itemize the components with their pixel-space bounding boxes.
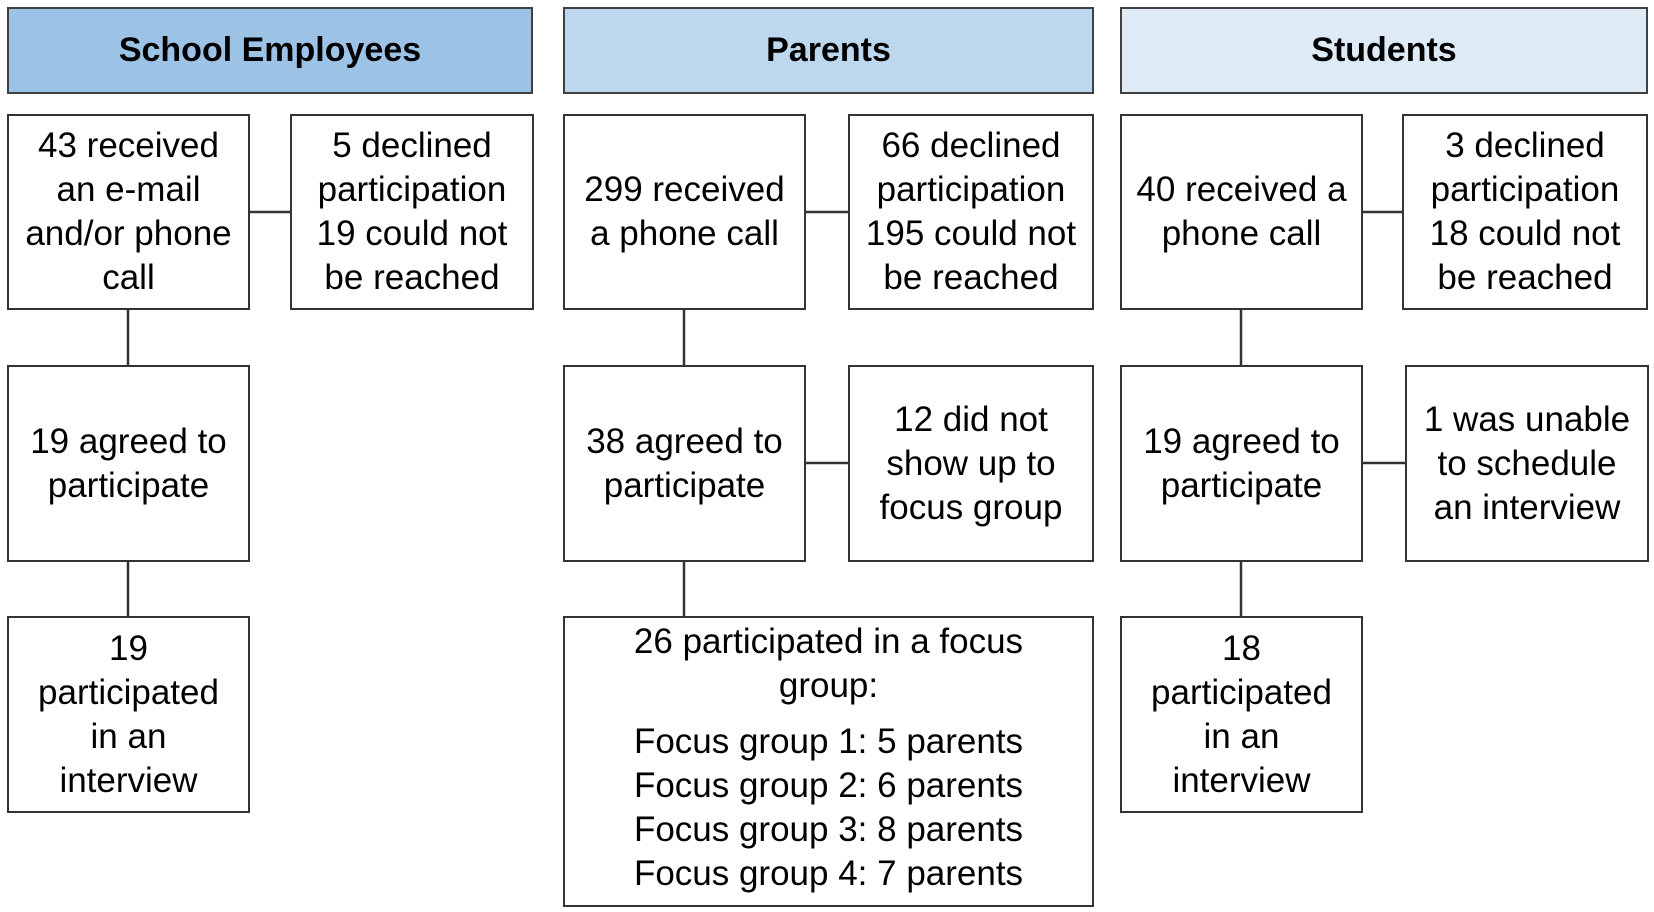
- students-participated-text: 18 participated in an interview: [1151, 628, 1332, 800]
- header-school-employees: School Employees: [7, 7, 533, 94]
- students-contacted-box: 40 received a phone call: [1120, 114, 1363, 310]
- parents-excluded-box: 66 declined participation 195 could not …: [848, 114, 1094, 310]
- header-students: Students: [1120, 7, 1648, 94]
- employees-contacted-text: 43 received an e-mail and/or phone call: [25, 126, 232, 297]
- focus-group-1: Focus group 1: 5 parents: [633, 722, 1024, 761]
- students-excluded-box: 3 declined participation 18 could not be…: [1402, 114, 1648, 310]
- parents-noshow-text: 12 did not show up to focus group: [879, 399, 1063, 527]
- students-unable-text: 1 was unable to schedule an interview: [1423, 399, 1631, 527]
- parents-agreed-box: 38 agreed to participate: [563, 365, 806, 562]
- parents-contacted-box: 299 received a phone call: [563, 114, 806, 310]
- students-agreed-text: 19 agreed to participate: [1143, 421, 1340, 505]
- header-students-label: Students: [1311, 31, 1457, 69]
- header-school-employees-label: School Employees: [118, 31, 422, 69]
- employees-participated-text: 19 participated in an interview: [38, 628, 219, 800]
- students-contacted-text: 40 received a phone call: [1136, 170, 1347, 253]
- employees-excluded-text: 5 declined participation 19 could not be…: [316, 126, 508, 297]
- students-unable-box: 1 was unable to schedule an interview: [1405, 365, 1649, 562]
- students-agreed-box: 19 agreed to participate: [1120, 365, 1363, 562]
- focus-group-2: Focus group 2: 6 parents: [633, 766, 1024, 805]
- focus-group-3: Focus group 3: 8 parents: [633, 810, 1024, 849]
- parents-participated-box: 26 participated in a focus group: Focus …: [563, 616, 1094, 907]
- parents-agreed-text: 38 agreed to participate: [586, 421, 783, 505]
- employees-participated-box: 19 participated in an interview: [7, 616, 250, 813]
- header-parents-label: Parents: [766, 31, 891, 69]
- parents-excluded-text: 66 declined participation 195 could not …: [865, 126, 1077, 297]
- employees-agreed-box: 19 agreed to participate: [7, 365, 250, 562]
- students-participated-box: 18 participated in an interview: [1120, 616, 1363, 813]
- students-excluded-text: 3 declined participation 18 could not be…: [1429, 126, 1621, 297]
- employees-contacted-box: 43 received an e-mail and/or phone call: [7, 114, 250, 310]
- header-parents: Parents: [563, 7, 1094, 94]
- employees-agreed-text: 19 agreed to participate: [30, 421, 227, 505]
- employees-excluded-box: 5 declined participation 19 could not be…: [290, 114, 534, 310]
- parents-contacted-text: 299 received a phone call: [584, 170, 785, 253]
- focus-group-4: Focus group 4: 7 parents: [633, 854, 1024, 893]
- parents-participated-title: 26 participated in a focus group:: [633, 622, 1024, 705]
- parents-noshow-box: 12 did not show up to focus group: [848, 365, 1094, 562]
